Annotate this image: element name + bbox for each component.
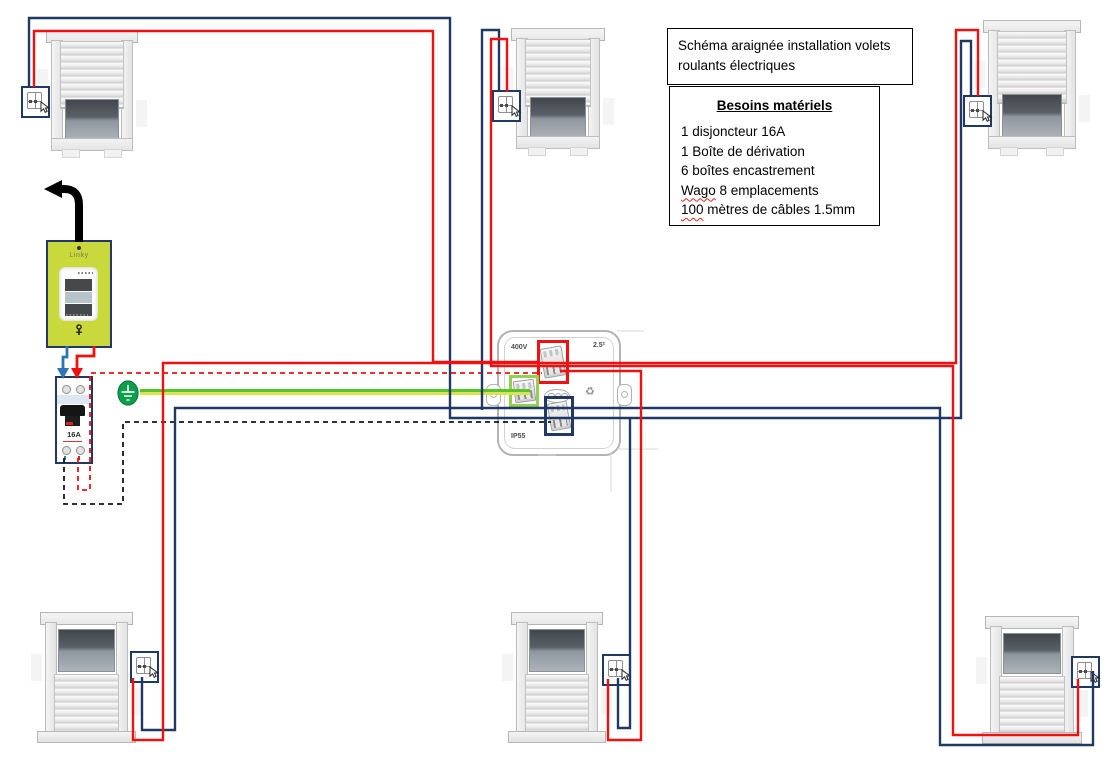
roller-shutter-window-bottom-middle bbox=[502, 612, 612, 743]
wire-phase-feed-dashed bbox=[77, 372, 542, 491]
meter-key-icon bbox=[74, 323, 84, 341]
shutter-slats bbox=[525, 673, 589, 735]
materials-list: 1 disjoncteur 16A 1 Boîte de dérivation 6 … bbox=[681, 122, 868, 220]
shutter-slats bbox=[54, 673, 119, 735]
roller-shutter-window-top-left bbox=[37, 30, 147, 158]
material-item: 100 mètres de câbles 1.5mm bbox=[681, 202, 856, 217]
wire-meter-neutral bbox=[61, 346, 69, 369]
meter-display bbox=[60, 268, 97, 320]
wago-connector-earth bbox=[509, 375, 539, 407]
wago-connector-neutral bbox=[544, 396, 574, 436]
wire-neutral-bottomleft-bottomright bbox=[140, 406, 1095, 747]
roller-shutter-window-top-right bbox=[974, 20, 1090, 156]
materials-heading: Besoins matériels bbox=[716, 98, 833, 113]
diagram-title: Schéma araignée installation volets roul… bbox=[678, 38, 891, 74]
diagram-title-box: Schéma araignée installation volets roul… bbox=[667, 28, 913, 85]
breaker-toggle bbox=[60, 405, 85, 416]
window-glass bbox=[529, 629, 585, 672]
material-item: 1 Boîte de dérivation bbox=[681, 143, 805, 159]
material-item: 1 disjoncteur 16A bbox=[681, 124, 786, 139]
shutter-switch-bottom-right bbox=[1071, 656, 1101, 689]
wire-neutral-feed-dashed bbox=[63, 421, 551, 505]
wire-meter-phase bbox=[75, 346, 96, 369]
cursor-icon bbox=[40, 101, 51, 119]
mounting-ear-left bbox=[486, 384, 501, 406]
wago-connector-phase bbox=[537, 340, 569, 384]
cursor-icon bbox=[982, 110, 993, 128]
junction-voltage-label: 400V bbox=[511, 344, 528, 351]
meter-supply-arrow bbox=[60, 185, 83, 242]
shutter-switch-top-left bbox=[21, 86, 51, 119]
junction-section-label: 2.5² bbox=[592, 342, 605, 349]
mounting-ear-right bbox=[617, 384, 632, 406]
shutter-slats bbox=[999, 676, 1065, 736]
meter-brand-label: Linky bbox=[69, 252, 89, 259]
roller-shutter-window-bottom-right bbox=[976, 616, 1088, 744]
cursor-icon bbox=[149, 666, 160, 684]
recycle-icon: ♻ bbox=[585, 386, 595, 398]
window-glass bbox=[65, 98, 119, 141]
junction-ip-label: IP55 bbox=[511, 433, 526, 440]
circuit-breaker: 16A bbox=[55, 376, 93, 464]
linky-meter: Linky bbox=[46, 240, 112, 348]
window-glass bbox=[58, 629, 115, 672]
shutter-switch-bottom-left bbox=[130, 651, 160, 684]
earth-ground-symbol bbox=[117, 380, 139, 411]
material-item: Wago 8 emplacements bbox=[681, 182, 819, 198]
material-item: 6 boîtes encastrement bbox=[681, 163, 815, 178]
cursor-icon bbox=[621, 669, 632, 687]
roller-shutter-window-top-middle bbox=[502, 28, 614, 156]
shutter-switch-top-right bbox=[963, 95, 993, 128]
cursor-icon bbox=[1090, 671, 1101, 689]
meter-supply-arrowhead bbox=[44, 180, 62, 198]
window-glass bbox=[1002, 93, 1062, 139]
cursor-icon bbox=[511, 105, 522, 123]
materials-box: Besoins matériels 1 disjoncteur 16A 1 Boî… bbox=[669, 86, 880, 226]
shutter-switch-bottom-middle bbox=[602, 654, 632, 687]
window-glass bbox=[1003, 632, 1061, 675]
roller-shutter-window-bottom-left bbox=[31, 612, 142, 743]
breaker-rating-label: 16A bbox=[67, 430, 81, 439]
shutter-switch-top-middle bbox=[492, 90, 522, 123]
window-glass bbox=[530, 96, 586, 139]
